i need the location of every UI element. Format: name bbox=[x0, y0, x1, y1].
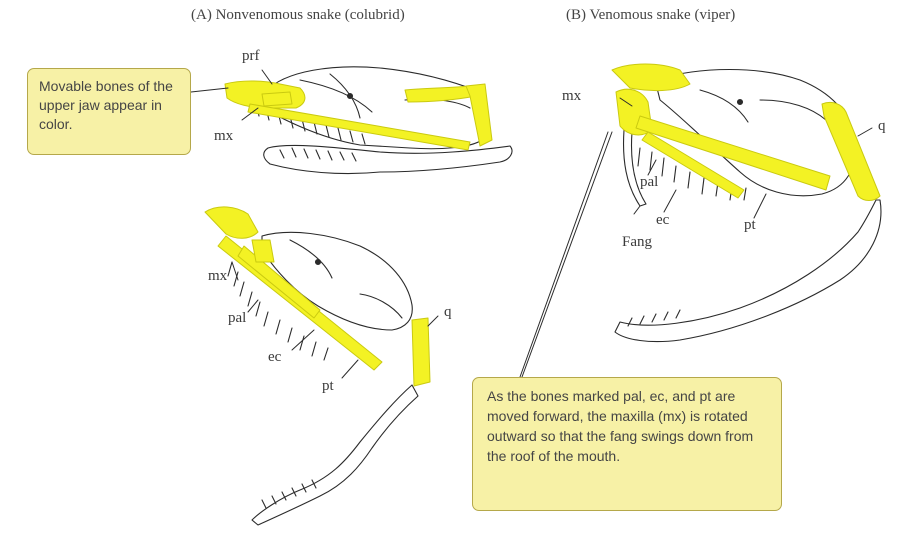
label-pt-b: pt bbox=[744, 217, 756, 234]
label-prf: prf bbox=[242, 48, 260, 65]
label-mx-b: mx bbox=[562, 88, 581, 105]
callout-mechanism: As the bones marked pal, ec, and pt are … bbox=[472, 377, 782, 511]
label-ec-a: ec bbox=[268, 349, 281, 366]
label-fang: Fang bbox=[622, 234, 652, 251]
label-mx-a-top: mx bbox=[214, 128, 233, 145]
callout-movable-bones-text: Movable bones of the upper jaw appear in… bbox=[39, 77, 182, 134]
label-mx-a-bottom: mx bbox=[208, 268, 227, 285]
panel-a-title: (A) Nonvenomous snake (colubrid) bbox=[191, 7, 405, 24]
label-q-a: q bbox=[444, 304, 452, 321]
callout-mechanism-text: As the bones marked pal, ec, and pt are … bbox=[487, 386, 771, 466]
label-ec-b: ec bbox=[656, 212, 669, 229]
panel-b-title: (B) Venomous snake (viper) bbox=[566, 7, 735, 24]
callout-movable-bones: Movable bones of the upper jaw appear in… bbox=[27, 68, 191, 155]
label-pt-a: pt bbox=[322, 378, 334, 395]
label-q-b: q bbox=[878, 118, 886, 135]
label-pal-a: pal bbox=[228, 310, 246, 327]
label-pal-b: pal bbox=[640, 174, 658, 191]
